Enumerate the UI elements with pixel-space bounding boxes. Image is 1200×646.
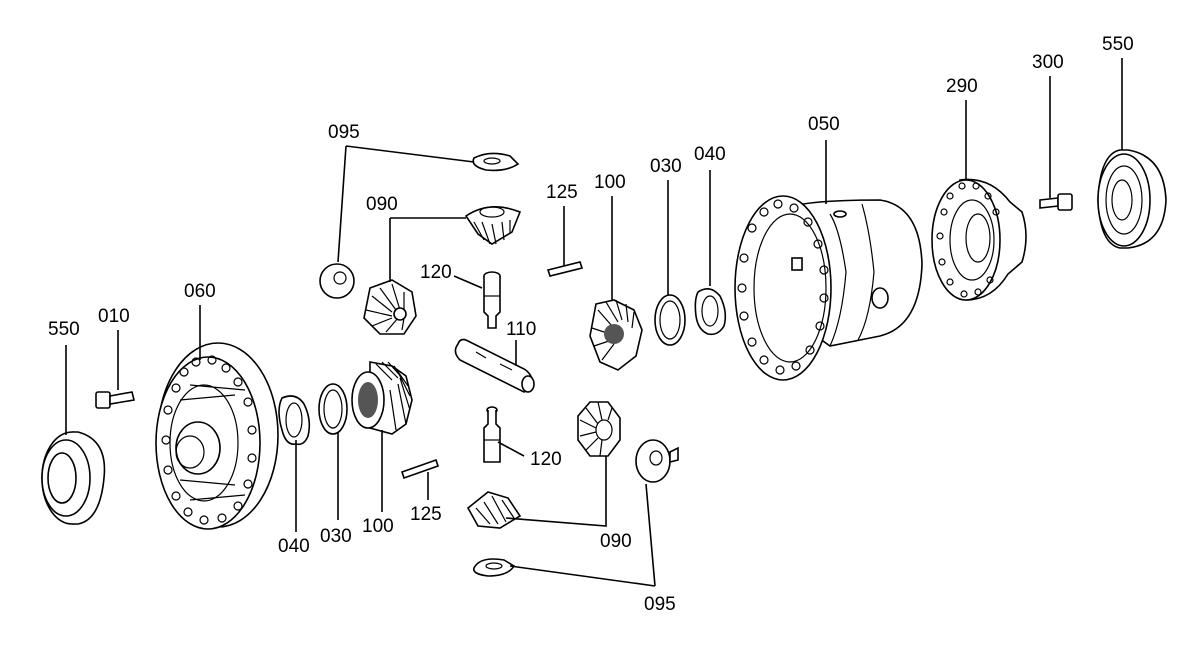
part-100-right-side-gear <box>589 299 643 371</box>
part-095-bottom-washer <box>472 558 516 577</box>
label-095-top: 095 <box>328 122 360 143</box>
part-100-left-side-gear <box>351 361 413 435</box>
label-110: 110 <box>506 319 536 340</box>
label-125-top: 125 <box>546 182 578 203</box>
part-030-right-washer <box>654 294 686 346</box>
part-550-left-bearing <box>41 431 106 525</box>
part-040-right-shim <box>694 288 727 336</box>
part-095-right-washer <box>635 439 679 483</box>
part-300-bolt <box>1039 193 1073 211</box>
part-120-bottom-pin <box>483 406 501 463</box>
part-095-top-washer <box>472 152 520 172</box>
label-290: 290 <box>946 76 978 97</box>
label-550-left: 550 <box>48 319 80 340</box>
label-100-right: 100 <box>594 172 626 193</box>
leader-lines <box>65 58 1123 587</box>
part-125-top-pin <box>546 261 584 277</box>
part-090-bottom-pinion <box>466 491 522 529</box>
part-010-bolt <box>95 391 135 409</box>
label-125-bottom: 125 <box>410 504 442 525</box>
label-550-right: 550 <box>1102 34 1134 55</box>
part-110-cross-shaft <box>454 338 535 393</box>
part-090-right-pinion <box>577 401 621 457</box>
part-040-left-shim <box>278 395 311 446</box>
label-090-bottom: 090 <box>600 531 632 552</box>
label-050: 050 <box>808 114 840 135</box>
part-050-differential-case <box>734 195 923 381</box>
label-300: 300 <box>1032 52 1064 73</box>
part-290-ring-flange <box>931 178 1027 301</box>
part-125-bottom-pin <box>400 458 440 480</box>
label-010: 010 <box>98 306 130 327</box>
label-120-top: 120 <box>420 262 452 283</box>
part-095-left-washer <box>319 263 355 299</box>
label-030-right: 030 <box>650 156 682 177</box>
label-095-bottom: 095 <box>644 594 676 615</box>
part-090-left-pinion <box>363 279 417 335</box>
part-550-right-bearing <box>1097 149 1167 249</box>
part-120-top-pin <box>483 271 501 329</box>
part-060-flange-housing <box>155 342 279 530</box>
label-100-left: 100 <box>362 516 394 537</box>
label-060: 060 <box>184 281 216 302</box>
label-040-left: 040 <box>278 536 310 557</box>
part-030-left-washer <box>318 383 348 435</box>
label-120-bottom: 120 <box>530 449 562 470</box>
label-030-left: 030 <box>320 526 352 547</box>
label-090-top: 090 <box>366 194 398 215</box>
part-090-top-pinion <box>464 206 522 245</box>
label-040-right: 040 <box>694 144 726 165</box>
